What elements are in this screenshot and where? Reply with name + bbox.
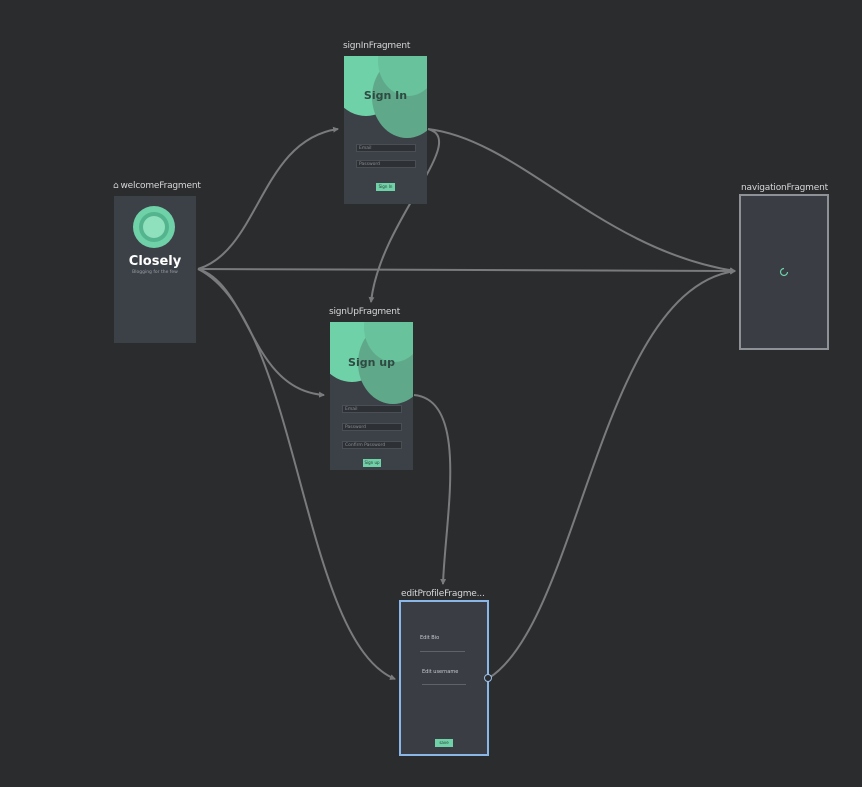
signup-title: Sign up [348, 356, 395, 369]
navigation-fragment-label: navigationFragment [741, 183, 828, 193]
action-editprofile-to-navigation[interactable] [488, 268, 736, 679]
confirm-password-field[interactable]: Confirm Password [342, 441, 402, 449]
loading-spinner-icon [779, 267, 789, 277]
email-field[interactable]: Email [356, 144, 416, 152]
edit-bio-field[interactable] [420, 651, 465, 652]
signin-button[interactable]: Sign In [376, 183, 395, 191]
home-icon: ⌂ [113, 181, 119, 191]
action-connector-handle[interactable] [484, 674, 492, 682]
action-signup-to-editprofile[interactable] [413, 394, 452, 585]
app-tagline: Blogging for the few [132, 270, 178, 275]
app-name: Closely [128, 254, 182, 269]
action-welcome-to-navigation[interactable] [197, 267, 736, 274]
save-button[interactable]: save [435, 739, 453, 747]
signin-fragment-label: signInFragment [343, 41, 411, 51]
email-field[interactable]: Email [342, 405, 402, 413]
app-logo-core [143, 216, 165, 238]
password-field[interactable]: Password [356, 160, 416, 168]
edit-username-label: Edit username [422, 669, 459, 675]
action-signin-to-navigation[interactable] [427, 128, 736, 274]
signin-fragment-screen[interactable]: Sign In Email Password Sign In [344, 56, 427, 204]
action-welcome-to-signup[interactable] [197, 268, 325, 398]
edit-username-field[interactable] [422, 684, 466, 685]
password-field[interactable]: Password [342, 423, 402, 431]
welcome-fragment-screen[interactable]: Closely Blogging for the few [114, 196, 196, 343]
editprofile-fragment-label: editProfileFragme... [401, 589, 485, 599]
action-welcome-to-signin[interactable] [197, 126, 339, 270]
editprofile-fragment-screen[interactable]: Edit Bio Edit username save [399, 600, 489, 756]
welcome-fragment-label: ⌂welcomeFragment [113, 181, 201, 191]
signup-fragment-label: signUpFragment [329, 307, 401, 317]
signup-fragment-screen[interactable]: Sign up Email Password Confirm Password … [330, 322, 413, 470]
signin-title: Sign In [363, 89, 408, 102]
edit-bio-label: Edit Bio [420, 635, 440, 641]
welcome-fragment-title: welcomeFragment [120, 181, 201, 191]
signup-button[interactable]: Sign up [363, 459, 381, 467]
navigation-fragment-screen[interactable] [739, 194, 829, 350]
